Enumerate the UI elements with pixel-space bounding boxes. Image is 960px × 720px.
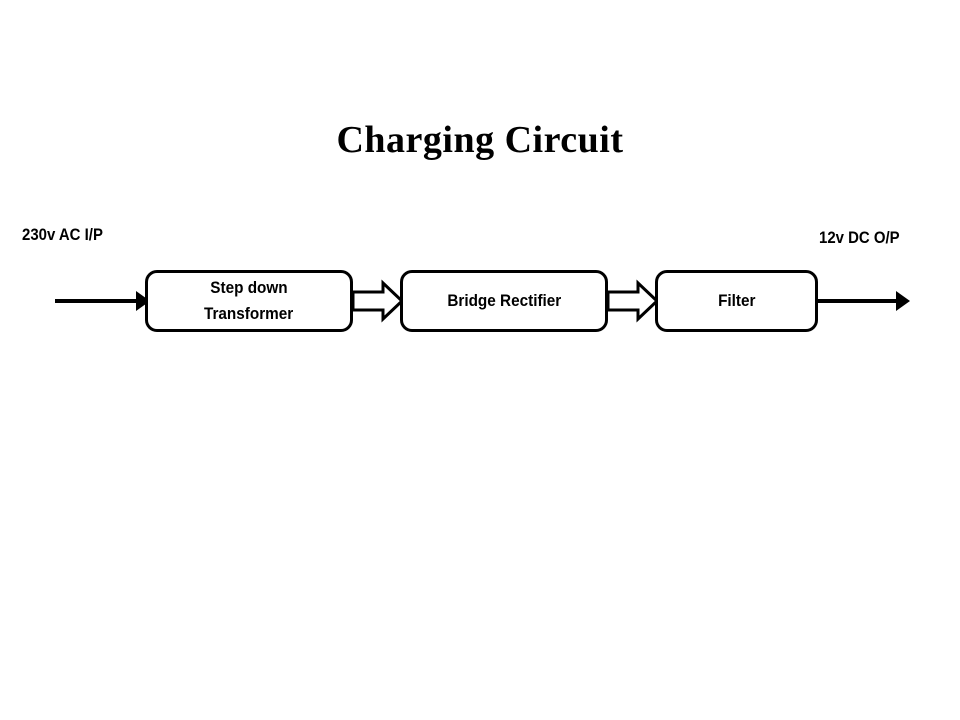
block-step-down-transformer[interactable]: Step down Transformer: [145, 270, 353, 332]
input-label: 230v AC I/P: [22, 225, 103, 244]
page-title: Charging Circuit: [336, 119, 624, 161]
rectifier-to-filter-arrow: [605, 270, 660, 332]
input-arrow: [50, 270, 150, 332]
transformer-to-rectifier-arrow: [350, 270, 405, 332]
output-arrow: [813, 270, 910, 332]
block-label-line1: Step down: [210, 278, 288, 297]
block-label-line2: Transformer: [204, 304, 294, 323]
block-label-line1: Filter: [717, 291, 756, 310]
block-filter[interactable]: Filter: [655, 270, 818, 332]
output-label: 12v DC O/P: [819, 228, 900, 247]
block-label-line1: Bridge Rectifier: [447, 291, 561, 310]
block-bridge-rectifier[interactable]: Bridge Rectifier: [400, 270, 608, 332]
